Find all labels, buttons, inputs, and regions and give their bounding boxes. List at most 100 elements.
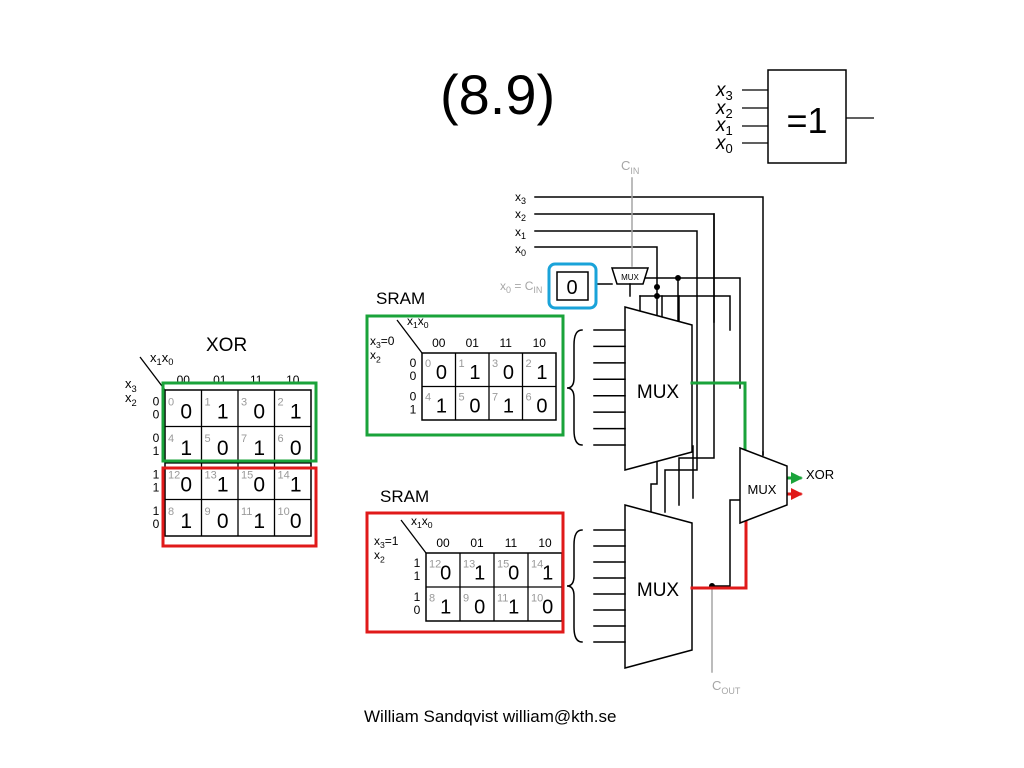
footer-credit: William Sandqvist william@kth.se (364, 707, 617, 726)
kmap-cell-value: 0 (290, 510, 302, 533)
kmap-row-code: 0 (410, 356, 417, 370)
kmap-cell-index: 1 (459, 358, 465, 370)
kmap-cell-index: 14 (278, 469, 290, 481)
circuit-input-label: x1 (515, 225, 526, 241)
kmap-cell-index: 8 (429, 592, 435, 604)
kmap-cell: 120 (429, 558, 451, 584)
kmap-row-var: x2 (125, 390, 137, 408)
kmap-row-code: 1 (153, 444, 160, 458)
kmap-cell-index: 9 (205, 506, 211, 518)
kmap-cell-value: 1 (180, 510, 192, 533)
kmap-cell-value: 0 (253, 400, 265, 423)
kmap-cell: 100 (531, 592, 553, 618)
kmap-cell-value: 0 (469, 396, 480, 418)
kmap-cell-value: 0 (217, 510, 229, 533)
kmap-diagonal (139, 356, 166, 391)
kmap-cell-index: 1 (205, 396, 211, 408)
kmap-cell-index: 12 (168, 469, 180, 481)
kmap-cell-index: 12 (429, 558, 441, 570)
kmap-row-code: 0 (153, 407, 160, 421)
kmap-cell-index: 8 (168, 506, 174, 518)
kmap-cell-index: 10 (278, 506, 290, 518)
kmap-cell-index: 4 (425, 392, 431, 404)
circuit-input-label: x2 (515, 207, 526, 223)
kmap-title: SRAM (376, 289, 425, 308)
kmap-cell-index: 3 (241, 396, 247, 408)
kmap-cell-value: 1 (217, 400, 229, 423)
kmap-condition: x3=0 (370, 334, 395, 350)
kmap-cell-value: 1 (290, 473, 302, 496)
config-equation: x0 = CIN (500, 279, 542, 295)
kmap-cell-index: 13 (205, 469, 217, 481)
config-cell (556, 271, 589, 301)
kmap-col-code: 01 (466, 336, 480, 350)
gate-body (767, 69, 847, 164)
kmap-col-code: 01 (213, 373, 227, 387)
wire-x3 (534, 196, 764, 456)
kmap-col-code: 11 (500, 336, 513, 350)
kmap-cell-index: 7 (492, 392, 498, 404)
kmap-cell-value: 0 (440, 563, 451, 585)
mux-output-label: MUX (748, 482, 777, 497)
kmap-cell-index: 5 (459, 392, 465, 404)
kmap-cell-value: 0 (253, 473, 265, 496)
kmap-cell-value: 1 (503, 396, 514, 418)
kmap-cell-index: 11 (241, 506, 252, 518)
kmap-cell-value: 1 (542, 563, 553, 585)
mux-top (624, 306, 693, 471)
kmap-cell-value: 0 (217, 437, 229, 460)
kmap-diagonal (396, 319, 423, 354)
kmap-cell-value: 1 (217, 473, 229, 496)
kmap-col-var: x1x0 (407, 314, 429, 330)
wire-x0 (534, 246, 658, 285)
gate-input-label: x0 (715, 133, 733, 156)
kmap-cell-index: 6 (278, 433, 284, 445)
kmap-cell-value: 1 (253, 437, 265, 460)
kmap-row-code: 0 (410, 389, 417, 403)
kmap-row-code: 1 (153, 467, 160, 481)
kmap-cell-index: 13 (463, 558, 475, 570)
mux-bottom-label: MUX (637, 580, 680, 601)
kmap-cell-value: 1 (180, 437, 192, 460)
kmap-diagonal (400, 519, 427, 554)
kmap-title: SRAM (380, 487, 429, 506)
kmap-row-var: x2 (374, 548, 385, 565)
junction-dot (675, 275, 681, 281)
kmap-col-code: 11 (250, 373, 263, 387)
kmap-cell-index: 3 (492, 358, 498, 370)
kmap-cell-value: 1 (290, 400, 302, 423)
sram-top-frame (365, 314, 565, 437)
kmap-cell-index: 0 (168, 396, 174, 408)
kmap-title: XOR (206, 335, 247, 356)
small-mux (610, 267, 650, 285)
kmap-cell-index: 11 (497, 592, 508, 604)
config-value: 0 (566, 277, 577, 299)
kmap-row-code: 0 (153, 431, 160, 445)
kmap-row-code: 0 (414, 603, 421, 617)
kmap-row-code: 0 (153, 517, 160, 531)
kmap-cell-value: 1 (474, 563, 485, 585)
kmap-col-code: 01 (470, 536, 484, 550)
kmap-row-code: 1 (414, 569, 421, 583)
kmap-cell-index: 15 (241, 469, 253, 481)
kmap-condition: x3=1 (374, 534, 399, 550)
